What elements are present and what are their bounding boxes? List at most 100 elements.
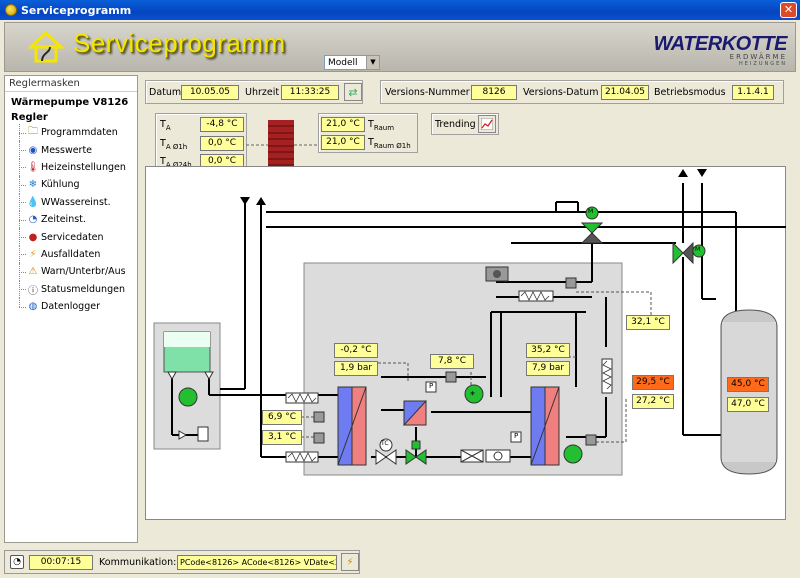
flow-arrow-icon [678, 169, 688, 177]
flow-temp-field: 32,1 °C [626, 315, 670, 330]
version-label: Versions-Nummer [385, 87, 470, 98]
evap-pressure-field: 1,9 bar [334, 361, 378, 376]
sidebar-header: Reglermasken [5, 76, 137, 92]
sidebar-item-label: Statusmeldungen [41, 283, 125, 295]
ta1h-field: 0,0 °C [200, 136, 244, 151]
status-bar: ◔ 00:07:15 Kommunikation: PCode<8126> AC… [4, 550, 360, 574]
thermometer-icon: 🌡 [26, 161, 40, 173]
datum-label: Datum [149, 87, 182, 98]
flow-arrow-icon [240, 197, 250, 205]
trend-chart-icon [481, 118, 493, 130]
ta24h-label: TA Ø24h [160, 156, 192, 169]
window-titlebar: Serviceprogramm ✕ [0, 0, 800, 20]
condenser-icon [530, 386, 546, 466]
ta1h-label: TA Ø1h [160, 138, 188, 151]
window-title: Serviceprogramm [21, 3, 132, 17]
app-header: Serviceprogramm Modell ▼ WATERKOTTE ERDW… [4, 22, 796, 72]
motor-label-2: M [695, 246, 701, 253]
brand-line1: ERDWÄRME [729, 53, 787, 61]
temp-connector-line [246, 144, 321, 146]
app-title: Serviceprogramm [73, 28, 286, 58]
sidebar-item-ausfalldaten[interactable]: ⚡Ausfalldaten [5, 245, 137, 264]
return-temp-field: 27,2 °C [632, 394, 674, 409]
sync-icon: ⇄ [348, 85, 358, 99]
app-icon [5, 4, 17, 16]
sidebar-nav: 🗀Programmdaten◉Messwerte🌡Heizeinstellung… [5, 124, 137, 315]
source-in-temp-field: 6,9 °C [262, 410, 302, 425]
close-button[interactable]: ✕ [780, 2, 797, 18]
sidebar-item-wwassereinst-[interactable]: 💧WWassereinst. [5, 193, 137, 211]
chevron-down-icon[interactable]: ▼ [366, 56, 379, 69]
outdoor-temp-panel: TA -4,8 °C TA Ø1h 0,0 °C TA Ø24h 0,0 °C [155, 113, 247, 171]
flow-arrow-icon [697, 169, 707, 177]
snowflake-icon: ❄ [28, 179, 38, 191]
sync-clock-button[interactable]: ⇄ [344, 83, 362, 101]
sidebar-item-label: Servicedaten [41, 231, 104, 243]
tc-label: TC [381, 440, 389, 447]
sidebar-item-datenlogger[interactable]: ◍Datenlogger [5, 297, 137, 315]
trending-button[interactable] [478, 115, 496, 133]
model-select-value: Modell [328, 57, 358, 68]
sidebar-item-servicedaten[interactable]: ●Servicedaten [5, 228, 137, 246]
uhrzeit-field: 11:33:25 [281, 85, 339, 100]
gauge-icon: ◉ [28, 144, 38, 156]
house-logo-icon [27, 30, 65, 63]
vdatum-field: 21.04.05 [601, 85, 649, 100]
pressure-sensor-label: P [429, 382, 434, 390]
traum-field: 21,0 °C [321, 117, 365, 132]
tank-temp-field-1: 45,0 °C [727, 377, 769, 392]
sidebar-item-zeiteinst-[interactable]: ◔Zeiteinst. [5, 210, 137, 229]
sidebar-item-label: Messwerte [41, 144, 93, 156]
sidebar-item-messwerte[interactable]: ◉Messwerte [5, 141, 137, 159]
sidebar-item-label: WWassereinst. [41, 196, 111, 208]
tank-temp-field-2: 47,0 °C [727, 397, 769, 412]
sidebar-item-programmdaten[interactable]: 🗀Programmdaten [5, 124, 137, 142]
device-node[interactable]: Wärmepumpe V8126 [11, 97, 129, 108]
clock-icon: ◔ [10, 555, 24, 569]
date-time-panel: Datum 10.05.05 Uhrzeit 11:33:25 ⇄ [145, 80, 363, 104]
sidebar-item-heizeinstellungen[interactable]: 🌡Heizeinstellungen [5, 158, 137, 177]
water-icon: 💧 [26, 196, 40, 208]
regler-node[interactable]: Regler [11, 112, 48, 123]
version-field: 8126 [471, 85, 517, 100]
trending-label: Trending [435, 119, 476, 130]
pump-icon [178, 384, 583, 464]
traum-label: TRaum [368, 119, 395, 132]
cond-temp-field: 35,2 °C [526, 343, 570, 358]
info-icon: ⓘ [28, 285, 38, 297]
traum1h-field: 21,0 °C [321, 135, 365, 150]
vdatum-label: Versions-Datum [523, 87, 599, 98]
flow-arrow-icon [256, 197, 266, 205]
sidebar-item-k-hlung[interactable]: ❄Kühlung [5, 176, 137, 194]
sidebar-item-warn-unterbr-aus[interactable]: ⚠Warn/Unterbr/Aus [5, 263, 137, 281]
comm-field: PCode<8126> ACode<8126> VDate<21 [177, 555, 337, 570]
sidebar-item-label: Ausfalldaten [41, 248, 101, 260]
uhrzeit-label: Uhrzeit [245, 87, 280, 98]
system-diagram: * [145, 166, 786, 520]
session-time-field: 00:07:15 [29, 555, 93, 570]
motor-label: M [588, 208, 594, 215]
pressure-sensor-label-2: P [514, 432, 519, 440]
room-temp-panel: 21,0 °C TRaum 21,0 °C TRaum Ø1h [318, 113, 418, 153]
ta-field: -4,8 °C [200, 117, 244, 132]
sidebar-item-label: Zeiteinst. [41, 214, 86, 226]
clock-icon: ◔ [28, 214, 38, 226]
service-icon: ● [28, 231, 38, 243]
brick-wall-icon [268, 120, 294, 172]
evap-temp-field: -0,2 °C [334, 343, 378, 358]
modus-label: Betriebsmodus [654, 87, 726, 98]
ta24h-field: 0,0 °C [200, 154, 244, 169]
logger-icon: ◍ [28, 301, 38, 313]
sidebar-item-label: Heizeinstellungen [41, 161, 126, 173]
sidebar: Reglermasken Wärmepumpe V8126 Regler 🗀Pr… [4, 75, 138, 543]
model-select[interactable]: Modell ▼ [324, 55, 380, 70]
sidebar-item-label: Warn/Unterbr/Aus [41, 266, 126, 278]
comm-label: Kommunikation: [99, 557, 177, 568]
source-out-temp-field: 3,1 °C [262, 430, 302, 445]
brand-name: WATERKOTTE [653, 33, 787, 55]
ta-label: TA [160, 119, 171, 132]
brand-line2: HEIZUNGEN [739, 61, 787, 67]
comm-button[interactable]: ⚡ [341, 553, 359, 571]
evaporator-icon [337, 386, 353, 466]
